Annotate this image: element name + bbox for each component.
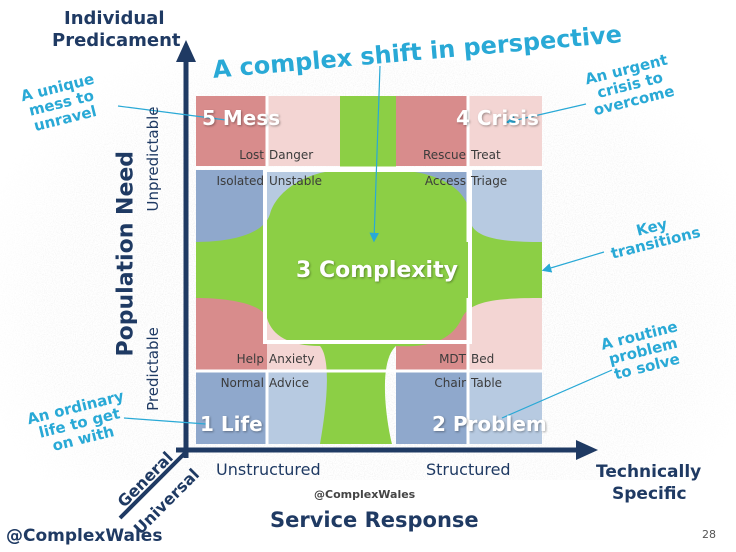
cell-label-access: Access	[424, 174, 466, 188]
cell-label-anxiety: Anxiety	[269, 352, 315, 366]
x-axis-right-label: Structured	[426, 460, 511, 479]
cell-label-normal: Normal	[220, 376, 264, 390]
arrow-routine-problem	[501, 369, 613, 419]
cell-treat-bg	[468, 96, 542, 166]
arrow-title	[369, 65, 381, 243]
individual-predicament-line1: Individual	[64, 8, 165, 29]
cell-chair-bg	[396, 372, 468, 444]
x-axis-far-right-line2: Specific	[612, 484, 687, 504]
cell-triage-bg	[468, 170, 542, 242]
arrow-urgent-crisis	[505, 103, 587, 126]
cell-isolated-bg	[196, 170, 267, 242]
quadrant-problem: 2 Problem	[432, 412, 547, 436]
cell-label-rescue: Rescue	[422, 148, 466, 162]
cell-label-table: Table	[471, 376, 503, 390]
cell-normal-bg	[196, 372, 267, 444]
arrow-unique-mess	[117, 105, 227, 121]
cell-label-advice: Advice	[269, 376, 310, 390]
cell-label-danger: Danger	[269, 148, 314, 162]
cell-label-isolated: Isolated	[216, 174, 264, 188]
cell-label-treat: Treat	[471, 148, 501, 162]
cell-label-bed: Bed	[471, 352, 495, 366]
individual-predicament-line2: Predicament	[52, 30, 181, 51]
quadrant-life: 1 Life	[200, 412, 263, 436]
cell-mess-bg	[196, 96, 267, 166]
arrow-ordinary-life	[123, 417, 207, 425]
cell-label-chair: Chair	[434, 376, 466, 390]
x-axis-left-label: Unstructured	[216, 460, 321, 479]
cell-crisis-bg	[396, 96, 468, 166]
quadrant-crisis: 4 Crisis	[456, 106, 539, 130]
x-axis-far-right-line1: Technically	[596, 462, 702, 482]
x-axis-title: Service Response	[270, 508, 479, 532]
cell-label-triage: Triage	[471, 174, 508, 188]
y-axis-title: Population Need	[113, 150, 139, 357]
cell-label-unstable: Unstable	[269, 174, 323, 188]
complexity-frame	[263, 168, 472, 344]
quadrant-complexity: 3 Complexity	[296, 258, 458, 283]
y-axis-top-label: Unpredictable	[144, 106, 162, 212]
quadrant-mess: 5 Mess	[202, 106, 281, 130]
page-number: 28	[702, 528, 716, 541]
cell-bed-bg	[468, 298, 542, 370]
footer-handle-center: @ComplexWales	[314, 488, 416, 501]
cell-label-help: Help	[236, 352, 264, 366]
cell-label-lost: Lost	[239, 148, 264, 162]
cell-label-mdt: MDT	[439, 352, 466, 366]
cell-table-bg	[468, 372, 542, 444]
footer-handle-left: @ComplexWales	[6, 526, 163, 546]
cell-help-bg	[196, 298, 267, 370]
arrow-key-transitions	[541, 251, 605, 273]
cell-danger-bg	[267, 96, 340, 166]
y-axis-bottom-label: Predictable	[144, 327, 162, 411]
